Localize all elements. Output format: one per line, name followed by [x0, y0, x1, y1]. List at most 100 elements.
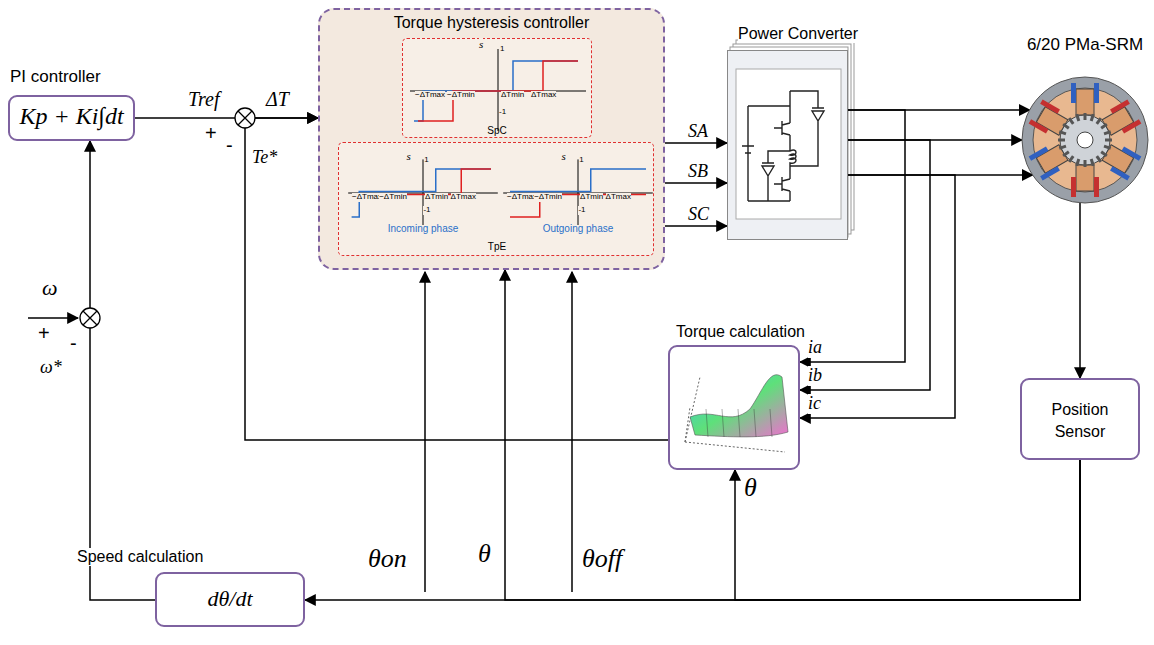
- signal-label: θoff: [582, 545, 622, 574]
- axis-label: -1: [578, 206, 585, 215]
- rotor-tooth: [1063, 152, 1069, 156]
- edge-label: ib: [808, 366, 822, 386]
- axis-label: -1: [423, 206, 430, 215]
- axis-label: ΔTmin: [501, 91, 524, 100]
- axis-label: −ΔTmin: [379, 193, 407, 202]
- rotor-tooth: [1105, 139, 1112, 142]
- signal-label: -: [70, 332, 77, 354]
- connector: [665, 142, 727, 144]
- signal-label: -: [226, 134, 233, 156]
- node-art: [1020, 75, 1150, 205]
- node-title: PI controller: [10, 67, 101, 87]
- stroke: [1029, 146, 1049, 160]
- node-title: Power Converter: [738, 25, 858, 43]
- edge-label: SA: [688, 122, 708, 142]
- power-converter: Power Converter: [727, 50, 848, 240]
- stroke: [706, 409, 708, 437]
- node-title: Torque calculation: [676, 323, 805, 341]
- rotor-tooth: [1058, 139, 1065, 142]
- rotor-tooth: [1084, 113, 1087, 120]
- rotor-tooth: [1059, 146, 1066, 148]
- signal-label: +: [205, 122, 217, 144]
- battery-symbol: [742, 106, 790, 201]
- converter-panel: [736, 69, 841, 219]
- axis-label: ΔTmax: [451, 193, 476, 202]
- stator-pole: [1029, 99, 1071, 139]
- node-text: Kp + Ki∫dt: [10, 103, 133, 130]
- hysteresis-curve: [355, 169, 491, 195]
- stroke: [1076, 165, 1094, 191]
- connector: [735, 460, 1080, 600]
- axis-label: ΔTmin: [580, 193, 603, 202]
- edge-label: θ: [744, 474, 757, 503]
- axis-label: -1: [499, 108, 506, 117]
- stroke: [1110, 99, 1130, 113]
- signal-label: ω: [42, 276, 58, 300]
- node-art: [403, 39, 593, 139]
- process-box: PI controllerKp + Ki∫dt: [8, 95, 135, 141]
- rotor-tooth: [1069, 118, 1073, 124]
- stroke: [770, 409, 772, 437]
- edge-label: SB: [688, 162, 708, 182]
- stator: [1033, 88, 1137, 192]
- stroke: [1071, 83, 1076, 103]
- axis-label: −ΔTmax: [507, 193, 537, 202]
- rotor-tooth: [1091, 114, 1093, 121]
- shaft: [1077, 132, 1093, 148]
- axis-label: ΔTmax: [606, 193, 631, 202]
- signal-label: θon: [368, 545, 407, 574]
- motor: 6/20 PMa-SRM: [1020, 75, 1150, 205]
- axis-label: s: [479, 38, 483, 50]
- node-title: Speed calculation: [77, 548, 203, 566]
- rotor-tooth: [1104, 132, 1111, 134]
- graph-axis: [503, 159, 653, 225]
- graph-axis: [348, 159, 498, 225]
- stroke: [754, 409, 756, 437]
- rotor-tooth: [1097, 156, 1101, 162]
- node-art: [670, 347, 802, 472]
- stroke: [1110, 166, 1130, 180]
- node-title: Position Sensor: [1026, 399, 1134, 442]
- axis-label: 1: [579, 156, 583, 165]
- rotor-tooth: [1104, 146, 1111, 148]
- edge-label: θ: [478, 540, 491, 569]
- axis-label: s: [406, 150, 410, 162]
- signal-label: ΔT: [266, 88, 289, 110]
- stator-pole: [1071, 165, 1099, 197]
- connector: [665, 182, 727, 184]
- hysteresis-curve: [352, 169, 491, 217]
- connector: [245, 118, 668, 440]
- rotor-tooth: [1091, 159, 1093, 166]
- theta-inputs: [28, 272, 572, 592]
- rotor-tooth: [1097, 118, 1101, 124]
- stroke: [1076, 89, 1094, 115]
- edge-label: ia: [808, 338, 822, 358]
- coil-symbol: [790, 150, 796, 166]
- converter-stack: [730, 40, 854, 237]
- node-title: Incoming phase: [373, 223, 473, 234]
- igbt-symbol: [774, 166, 790, 201]
- stroke: [1122, 119, 1142, 133]
- node-art: [728, 51, 849, 241]
- axis-label: s: [561, 150, 565, 162]
- rotor: [1060, 115, 1110, 165]
- torque-calculation: Torque calculation: [668, 345, 800, 470]
- igbt-symbol: [774, 91, 790, 151]
- stroke: [1040, 99, 1060, 113]
- rotor-tooth: [1101, 124, 1107, 128]
- stator-pole: [1100, 140, 1142, 180]
- hysteresis-curve: [414, 61, 578, 121]
- axis-label: 1: [424, 156, 428, 165]
- torque-surface: [690, 375, 788, 437]
- graph-axis: [410, 49, 586, 131]
- rotor-tooth: [1084, 160, 1087, 167]
- stator-pole: [1071, 83, 1099, 115]
- edge-label: SC: [688, 205, 709, 225]
- node-text: dθ/dt: [157, 586, 303, 612]
- stroke: [722, 409, 724, 437]
- rotor-tooth: [1063, 124, 1069, 128]
- rotor-tooth: [1059, 132, 1066, 134]
- axis-label: ΔTmax: [531, 91, 556, 100]
- spc-box: SpC: [402, 38, 592, 138]
- axis-label: −ΔTmin: [534, 193, 562, 202]
